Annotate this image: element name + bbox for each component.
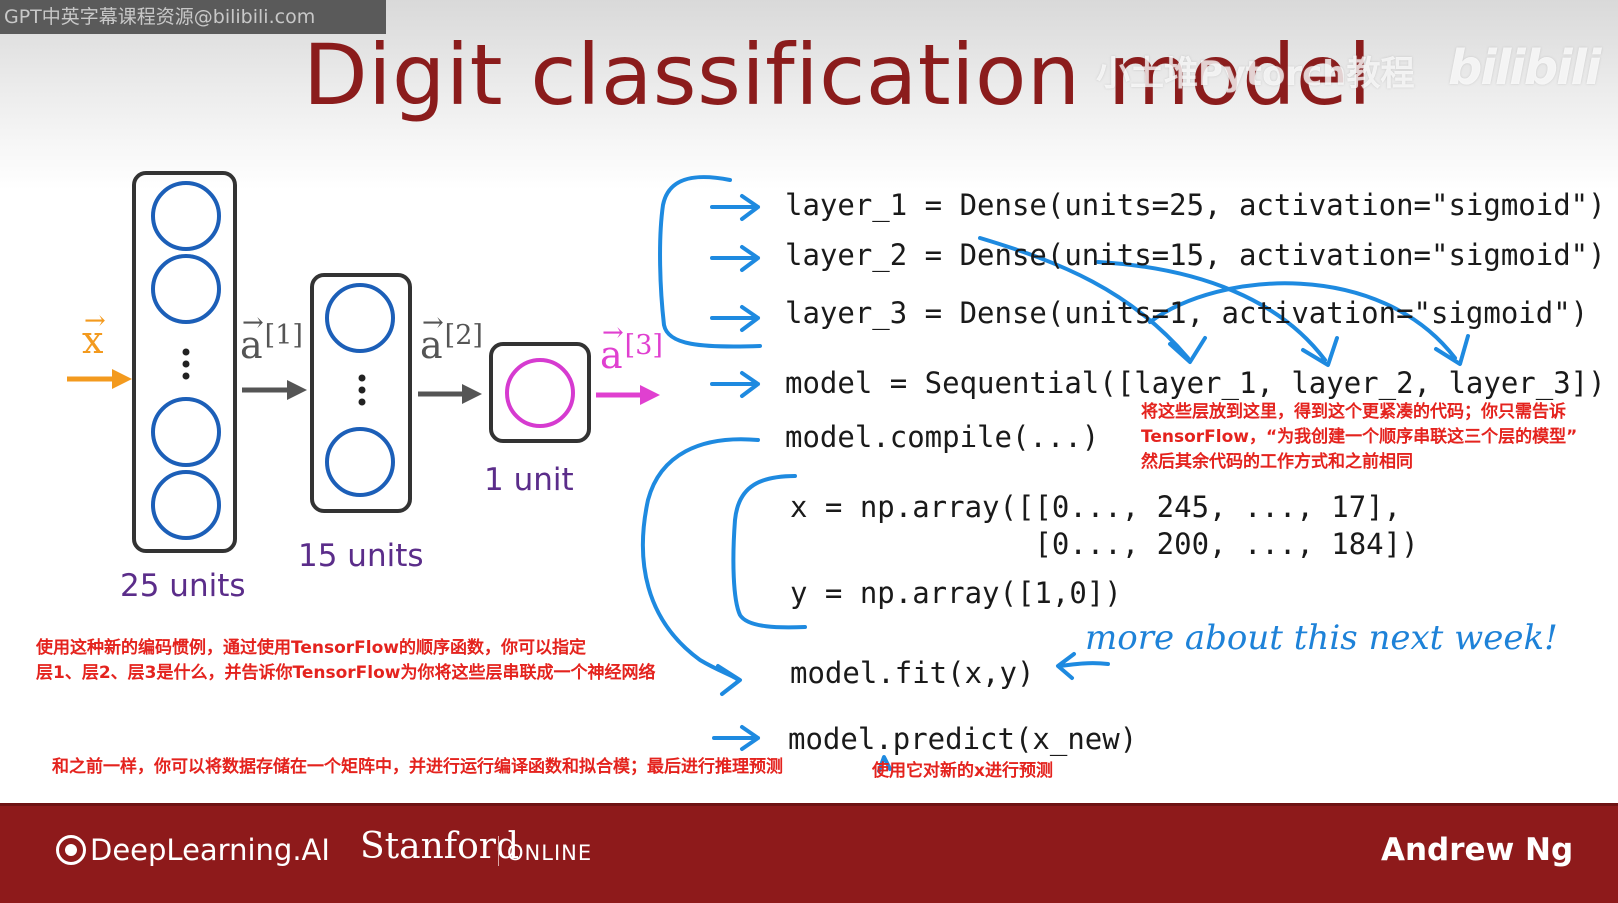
layer-3-box	[489, 342, 591, 443]
code-x-array-row2: [0..., 200, ..., 184])	[790, 527, 1419, 561]
watermark-top-left: GPT中英字幕课程资源@bilibili.com	[0, 0, 386, 34]
annotation-bottom-1: 和之前一样，你可以将数据存储在一个矩阵中，并进行运行编译函数和拟合模；最后进行推…	[52, 757, 783, 777]
layer-2-box	[310, 273, 412, 513]
online-label: ONLINE	[507, 841, 593, 865]
bracket-compile	[641, 437, 760, 696]
activation-a3: →a[3]	[600, 318, 663, 377]
slide-background	[0, 0, 1618, 803]
code-model: model = Sequential([layer_1, layer_2, la…	[785, 366, 1606, 400]
neuron-ellipsis	[182, 372, 190, 380]
neuron-ellipsis	[182, 348, 190, 356]
stanford-divider	[498, 836, 499, 866]
curve-layer2	[1096, 260, 1339, 367]
activation-a2: →a[2]	[420, 308, 483, 367]
arrow-line-4	[710, 371, 760, 398]
code-layer-3: layer_3 = Dense(units=1, activation="sig…	[785, 296, 1589, 330]
handwritten-note: more about this next week!	[1085, 618, 1558, 658]
neuron	[151, 397, 221, 467]
arrow-note	[1056, 652, 1110, 680]
input-arrow	[67, 369, 132, 389]
deeplearning-icon	[56, 835, 86, 865]
neuron-ellipsis	[182, 360, 190, 368]
arrow-line-1	[710, 194, 760, 221]
output-neuron	[505, 358, 575, 428]
neuron	[151, 254, 221, 324]
network-diagram	[67, 171, 1470, 773]
code-predict: model.predict(x_new)	[788, 722, 1138, 756]
watermark-top-right: 小土堆Pytorch教程	[1096, 54, 1415, 94]
annotation-right-1: 将这些层放到这里，得到这个更紧凑的代码；你只需告诉	[1141, 402, 1566, 422]
code-layer-2: layer_2 = Dense(units=15, activation="si…	[785, 238, 1606, 272]
footer-bar: DeepLearning.AI Stanford ONLINE Andrew N…	[0, 803, 1618, 903]
a1-arrow	[242, 380, 307, 400]
author-name: Andrew Ng	[1381, 832, 1574, 868]
stanford-logo: Stanford	[360, 826, 520, 867]
code-x-array: x = np.array([[0..., 245, ..., 17],	[790, 490, 1402, 524]
handwritten-ink	[641, 175, 1470, 773]
arrow-predict	[712, 725, 760, 751]
code-fit: model.fit(x,y)	[790, 656, 1035, 690]
arrow-line-2	[710, 245, 760, 272]
bilibili-logo: bilibili	[1448, 40, 1601, 96]
layer-1-box	[132, 171, 237, 553]
footer-divider	[0, 803, 1618, 806]
neuron-ellipsis	[358, 374, 366, 382]
layer-1-units-label: 25 units	[120, 568, 246, 604]
annotation-right-2: TensorFlow，“为我创建一个顺序串联这三个层的模型”	[1141, 427, 1578, 447]
brand-name: DeepLearning.AI	[90, 833, 330, 867]
slide-title: Digit classification model	[303, 26, 1372, 124]
activation-a1: →a[1]	[240, 308, 303, 367]
arrow-line-3	[710, 305, 760, 332]
deeplearning-ai-logo: DeepLearning.AI	[56, 833, 330, 867]
bracket-layers	[658, 175, 762, 349]
code-y-array: y = np.array([1,0])	[790, 576, 1122, 610]
annotation-bottom-2: 使用它对新的x进行预测	[872, 761, 1053, 781]
input-symbol-x: →x	[82, 306, 106, 362]
annotation-right-3: 然后其余代码的工作方式和之前相同	[1141, 452, 1413, 472]
neuron-ellipsis	[358, 386, 366, 394]
output-arrow	[596, 385, 660, 405]
neuron-ellipsis	[358, 398, 366, 406]
layer-3-units-label: 1 unit	[484, 462, 574, 498]
annotation-left-2: 层1、层2、层3是什么，并告诉你TensorFlow为你将这些层串联成一个神经网…	[36, 663, 656, 683]
layer-2-units-label: 15 units	[298, 538, 424, 574]
a2-arrow	[418, 384, 482, 404]
curve-layer1	[978, 236, 1207, 364]
neuron	[151, 181, 221, 251]
curve-layer3	[1148, 281, 1470, 366]
bracket-data	[731, 474, 807, 630]
annotation-left-1: 使用这种新的编码惯例，通过使用TensorFlow的顺序函数，你可以指定	[36, 638, 586, 658]
neuron	[151, 470, 221, 540]
code-compile: model.compile(...)	[785, 420, 1100, 454]
code-layer-1: layer_1 = Dense(units=25, activation="si…	[785, 188, 1606, 222]
caret-predict	[877, 755, 892, 773]
neuron	[325, 427, 395, 497]
neuron	[325, 283, 395, 353]
